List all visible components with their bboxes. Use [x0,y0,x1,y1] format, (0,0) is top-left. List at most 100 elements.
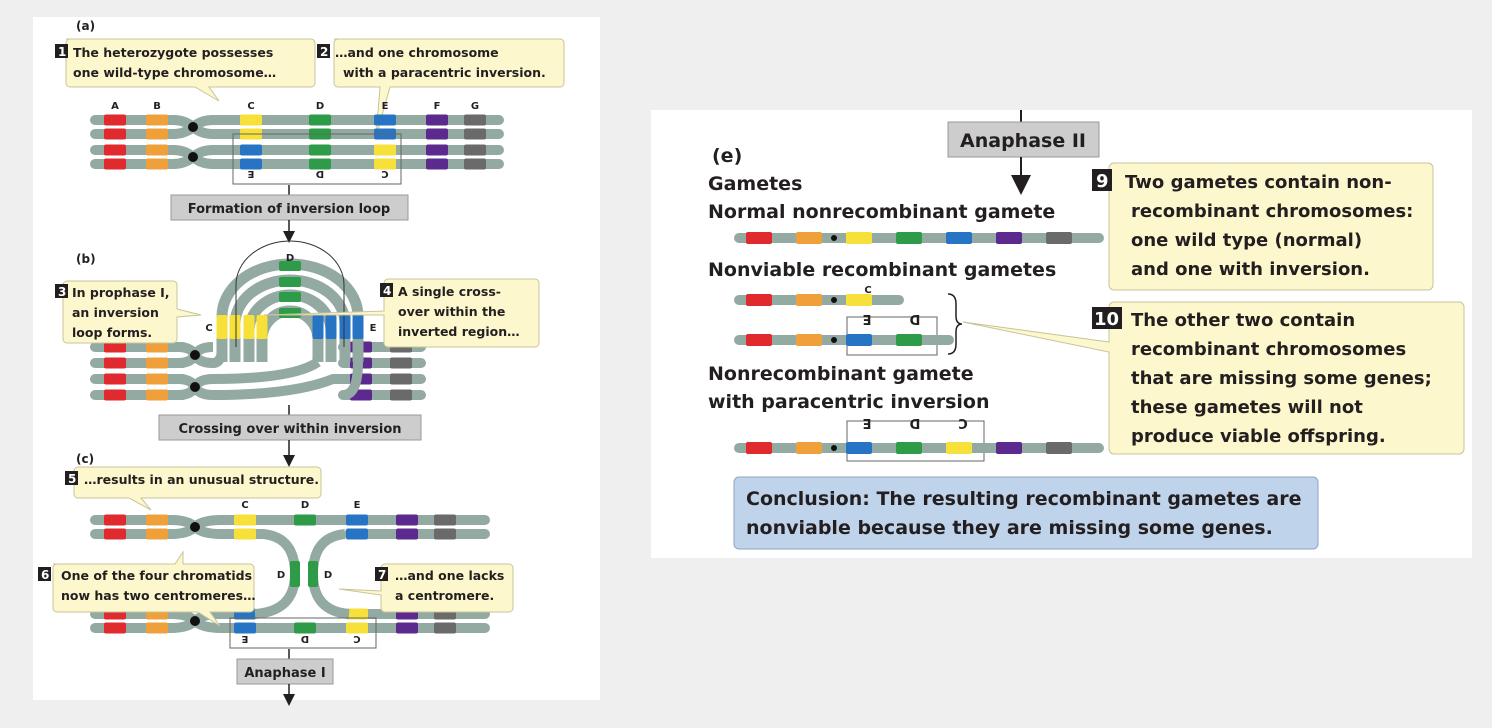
gene-band-b [146,144,168,156]
gene-band-c [243,315,255,339]
gene-band-f [426,128,448,140]
gene-band-b [146,622,168,634]
gene-band-b [146,389,168,401]
inverted-gene-label: C [958,415,968,430]
gene-band-e [374,114,396,126]
gene-label-d: D [286,253,294,264]
gene-band-b [796,442,822,454]
step-badge-9 [1092,169,1112,191]
callout-10-line-2: recombinant chromosomes [1131,339,1406,360]
gene-band-f [426,114,448,126]
gene-band-a [104,514,126,526]
gene-band-b [796,334,822,346]
badge-number-5: 5 [68,472,76,486]
callout-1-line-2: one wild-type chromosome… [73,65,276,80]
gene-band-c [846,294,872,306]
step-label-crossing: Crossing over within inversion [178,422,401,437]
chromatid-arm [212,374,343,400]
inverted-gene-label: C [353,633,360,644]
gene-band-e [339,315,351,339]
chromatid-arm [212,357,321,384]
gene-band-e [846,334,872,346]
inversion-gamete-heading-1: Nonrecombinant gamete [708,363,974,385]
gene-band-d [896,232,922,244]
gene-band-g [390,389,412,401]
centromere [831,235,837,241]
callout-2: 2 …and one chromosome with a paracentric… [317,38,565,138]
gene-band-f [396,514,418,526]
callout-1: 1 The heterozygote possesses one wild-ty… [55,38,316,102]
gene-label-g: G [471,101,479,112]
gene-label-d: D [277,570,285,581]
gene-band-a [104,528,126,540]
gene-band-f [396,622,418,634]
gene-band-d [309,144,331,156]
gene-label-d: D [316,101,324,112]
gene-band-c [346,622,368,634]
conclusion-line-2: nonviable because they are missing some … [746,517,1273,539]
gene-band-e [234,622,256,634]
chromatid-arm [342,361,363,400]
gene-label-c: C [241,500,248,511]
step-box-formation-loop: Formation of inversion loop [170,194,409,221]
step-badge-3 [55,284,68,298]
gene-label-d: D [324,570,332,581]
gene-label-e: E [354,500,361,511]
step-badge-1 [55,44,68,58]
inversion-loop-arc [256,305,324,362]
gene-band-f [396,528,418,540]
gene-label-d: D [301,500,309,511]
callout-9-line-1: Two gametes contain non- [1125,172,1392,193]
step-label-formation: Formation of inversion loop [188,202,390,217]
callout-5-text: …results in an unusual structure. [84,472,319,487]
callout-9-line-3: one wild type (normal) [1131,230,1362,251]
gene-band-f [426,158,448,170]
centromere [831,445,837,451]
callout-3-line-1: In prophase I, [72,285,170,300]
callout-3-line-3: loop forms. [72,325,152,340]
inverted-gene-label: E [241,633,248,644]
gene-band-g [390,373,412,385]
conclusion-label: Conclusion: [746,488,870,510]
chromatid-arm [212,346,227,368]
gene-band-a [746,294,772,306]
gene-band-d [896,334,922,346]
gene-band-e [352,315,364,339]
inversion-gamete-heading-2: with paracentric inversion [708,391,990,413]
gene-band-d [279,261,301,271]
gene-band-d [308,561,318,587]
centromere [190,382,200,392]
callout-10: 10 The other two contain recombinant chr… [962,301,1465,455]
gene-band-d [279,292,301,302]
gene-band-a [104,373,126,385]
callout-9: 9 Two gametes contain non- recombinant c… [1092,162,1434,291]
inversion-box-c [229,617,377,649]
step-badge-6 [38,567,51,581]
step-badge-10 [1092,307,1122,329]
callout-2-line-1: …and one chromosome [335,45,499,60]
step-box-crossing-over: Crossing over within inversion [158,414,422,441]
brace-icon [947,293,963,355]
gene-band-d [279,277,301,287]
gene-band-c [946,442,972,454]
inversion-box-a [232,133,402,185]
gene-band-a [104,114,126,126]
callout-2-line-2: with a paracentric inversion. [343,65,546,80]
chromosome-pair-a [90,114,504,170]
gene-band-g [1046,232,1072,244]
callout-10-line-3: that are missing some genes; [1131,368,1432,389]
callout-5: 5 …results in an unusual structure. [65,466,322,511]
inverted-gene-label: E [863,415,872,430]
callout-4-line-3: inverted region… [398,324,520,339]
gene-band-f [426,144,448,156]
crossover-outline [235,240,345,347]
gene-band-d [294,622,316,634]
callout-7-line-2: a centromere. [395,588,494,603]
section-label-e: (e) [712,145,742,167]
gene-band-b [146,357,168,369]
gene-band-a [746,334,772,346]
badge-number-1: 1 [58,45,66,59]
inversion-diagram-abc: (a) 1 The heterozygote possesses one wil… [38,19,565,706]
callout-6-line-2: now has two centromeres… [61,588,256,603]
gene-label-a: A [111,101,119,112]
